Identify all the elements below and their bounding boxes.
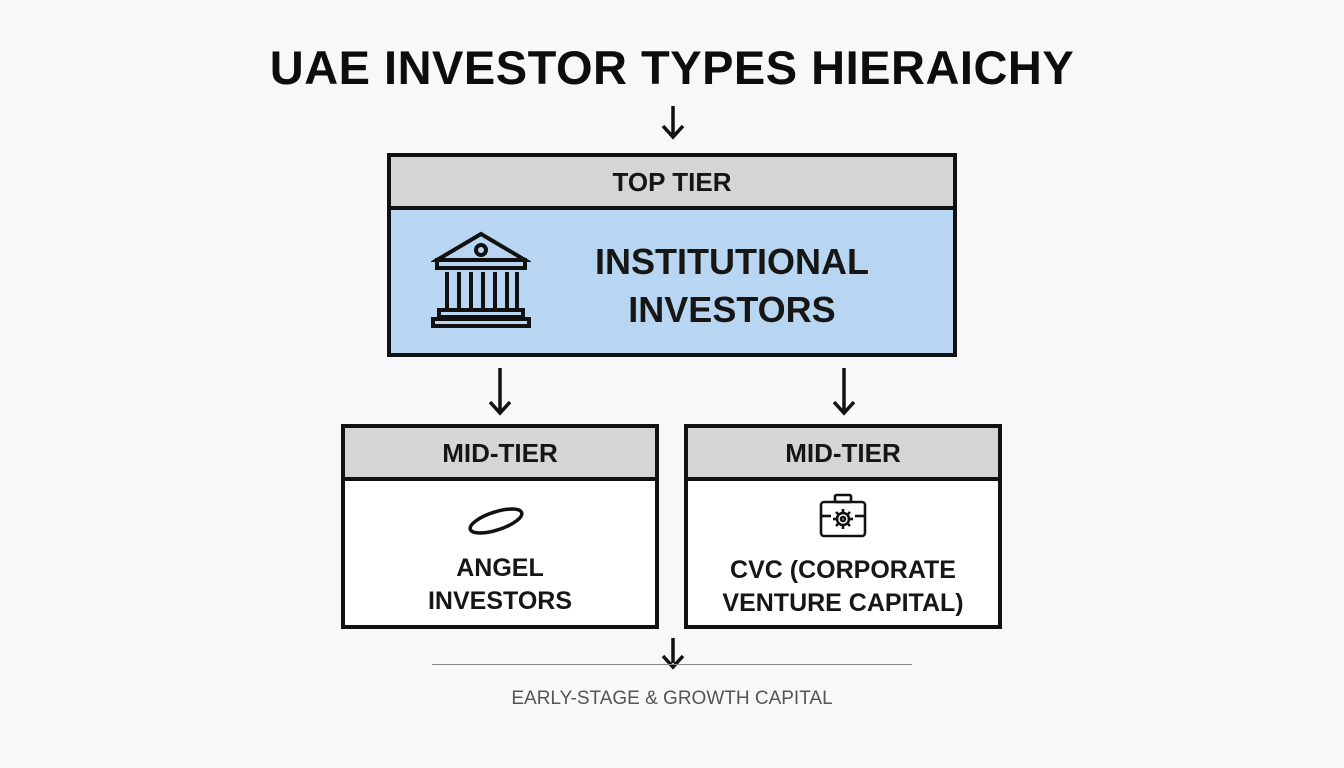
footer-caption: EARLY-STAGE & GROWTH CAPITAL	[511, 688, 833, 709]
mid-tier-header: MID-TIER	[345, 428, 655, 481]
arrow-title-to-top-tier	[661, 106, 685, 140]
top-tier-label-line2: INVESTORS	[628, 289, 836, 330]
top-tier-label: INSTITUTIONAL INVESTORS	[511, 238, 953, 334]
diagram-title: UAE INVESTOR TYPES HIERAICHY	[269, 41, 1075, 94]
mid-tier-label-angel: ANGEL INVESTORS	[345, 552, 655, 618]
arrow-to-footer	[661, 638, 685, 670]
mid-tier-label-line2: VENTURE CAPITAL)	[722, 589, 964, 617]
halo-icon	[468, 507, 524, 535]
top-tier-label-line1: INSTITUTIONAL	[595, 241, 869, 282]
mid-tier-header: MID-TIER	[688, 428, 998, 481]
top-tier-box: TOP TIER INSTITUTIONAL INVESTORS	[387, 153, 957, 357]
mid-tier-label-line1: CVC (CORPORATE	[730, 556, 956, 584]
mid-tier-label-line1: ANGEL	[456, 554, 544, 582]
mid-tier-label-cvc: CVC (CORPORATE VENTURE CAPITAL)	[688, 554, 998, 620]
briefcase-gear-icon	[819, 493, 867, 538]
mid-tier-box-cvc: MID-TIER CVC (CORPORATE VENTURE CAPITAL)	[684, 424, 1002, 629]
footer-divider	[432, 664, 912, 665]
top-tier-header: TOP TIER	[391, 157, 953, 210]
mid-tier-label-line2: INVESTORS	[427, 587, 573, 615]
mid-tier-box-angel: MID-TIER ANGEL INVESTORS	[341, 424, 659, 629]
top-tier-body: INSTITUTIONAL INVESTORS	[391, 210, 953, 353]
arrow-top-to-mid-right	[832, 368, 856, 416]
arrow-top-to-mid-left	[488, 368, 512, 416]
bank-building-icon	[431, 231, 531, 328]
